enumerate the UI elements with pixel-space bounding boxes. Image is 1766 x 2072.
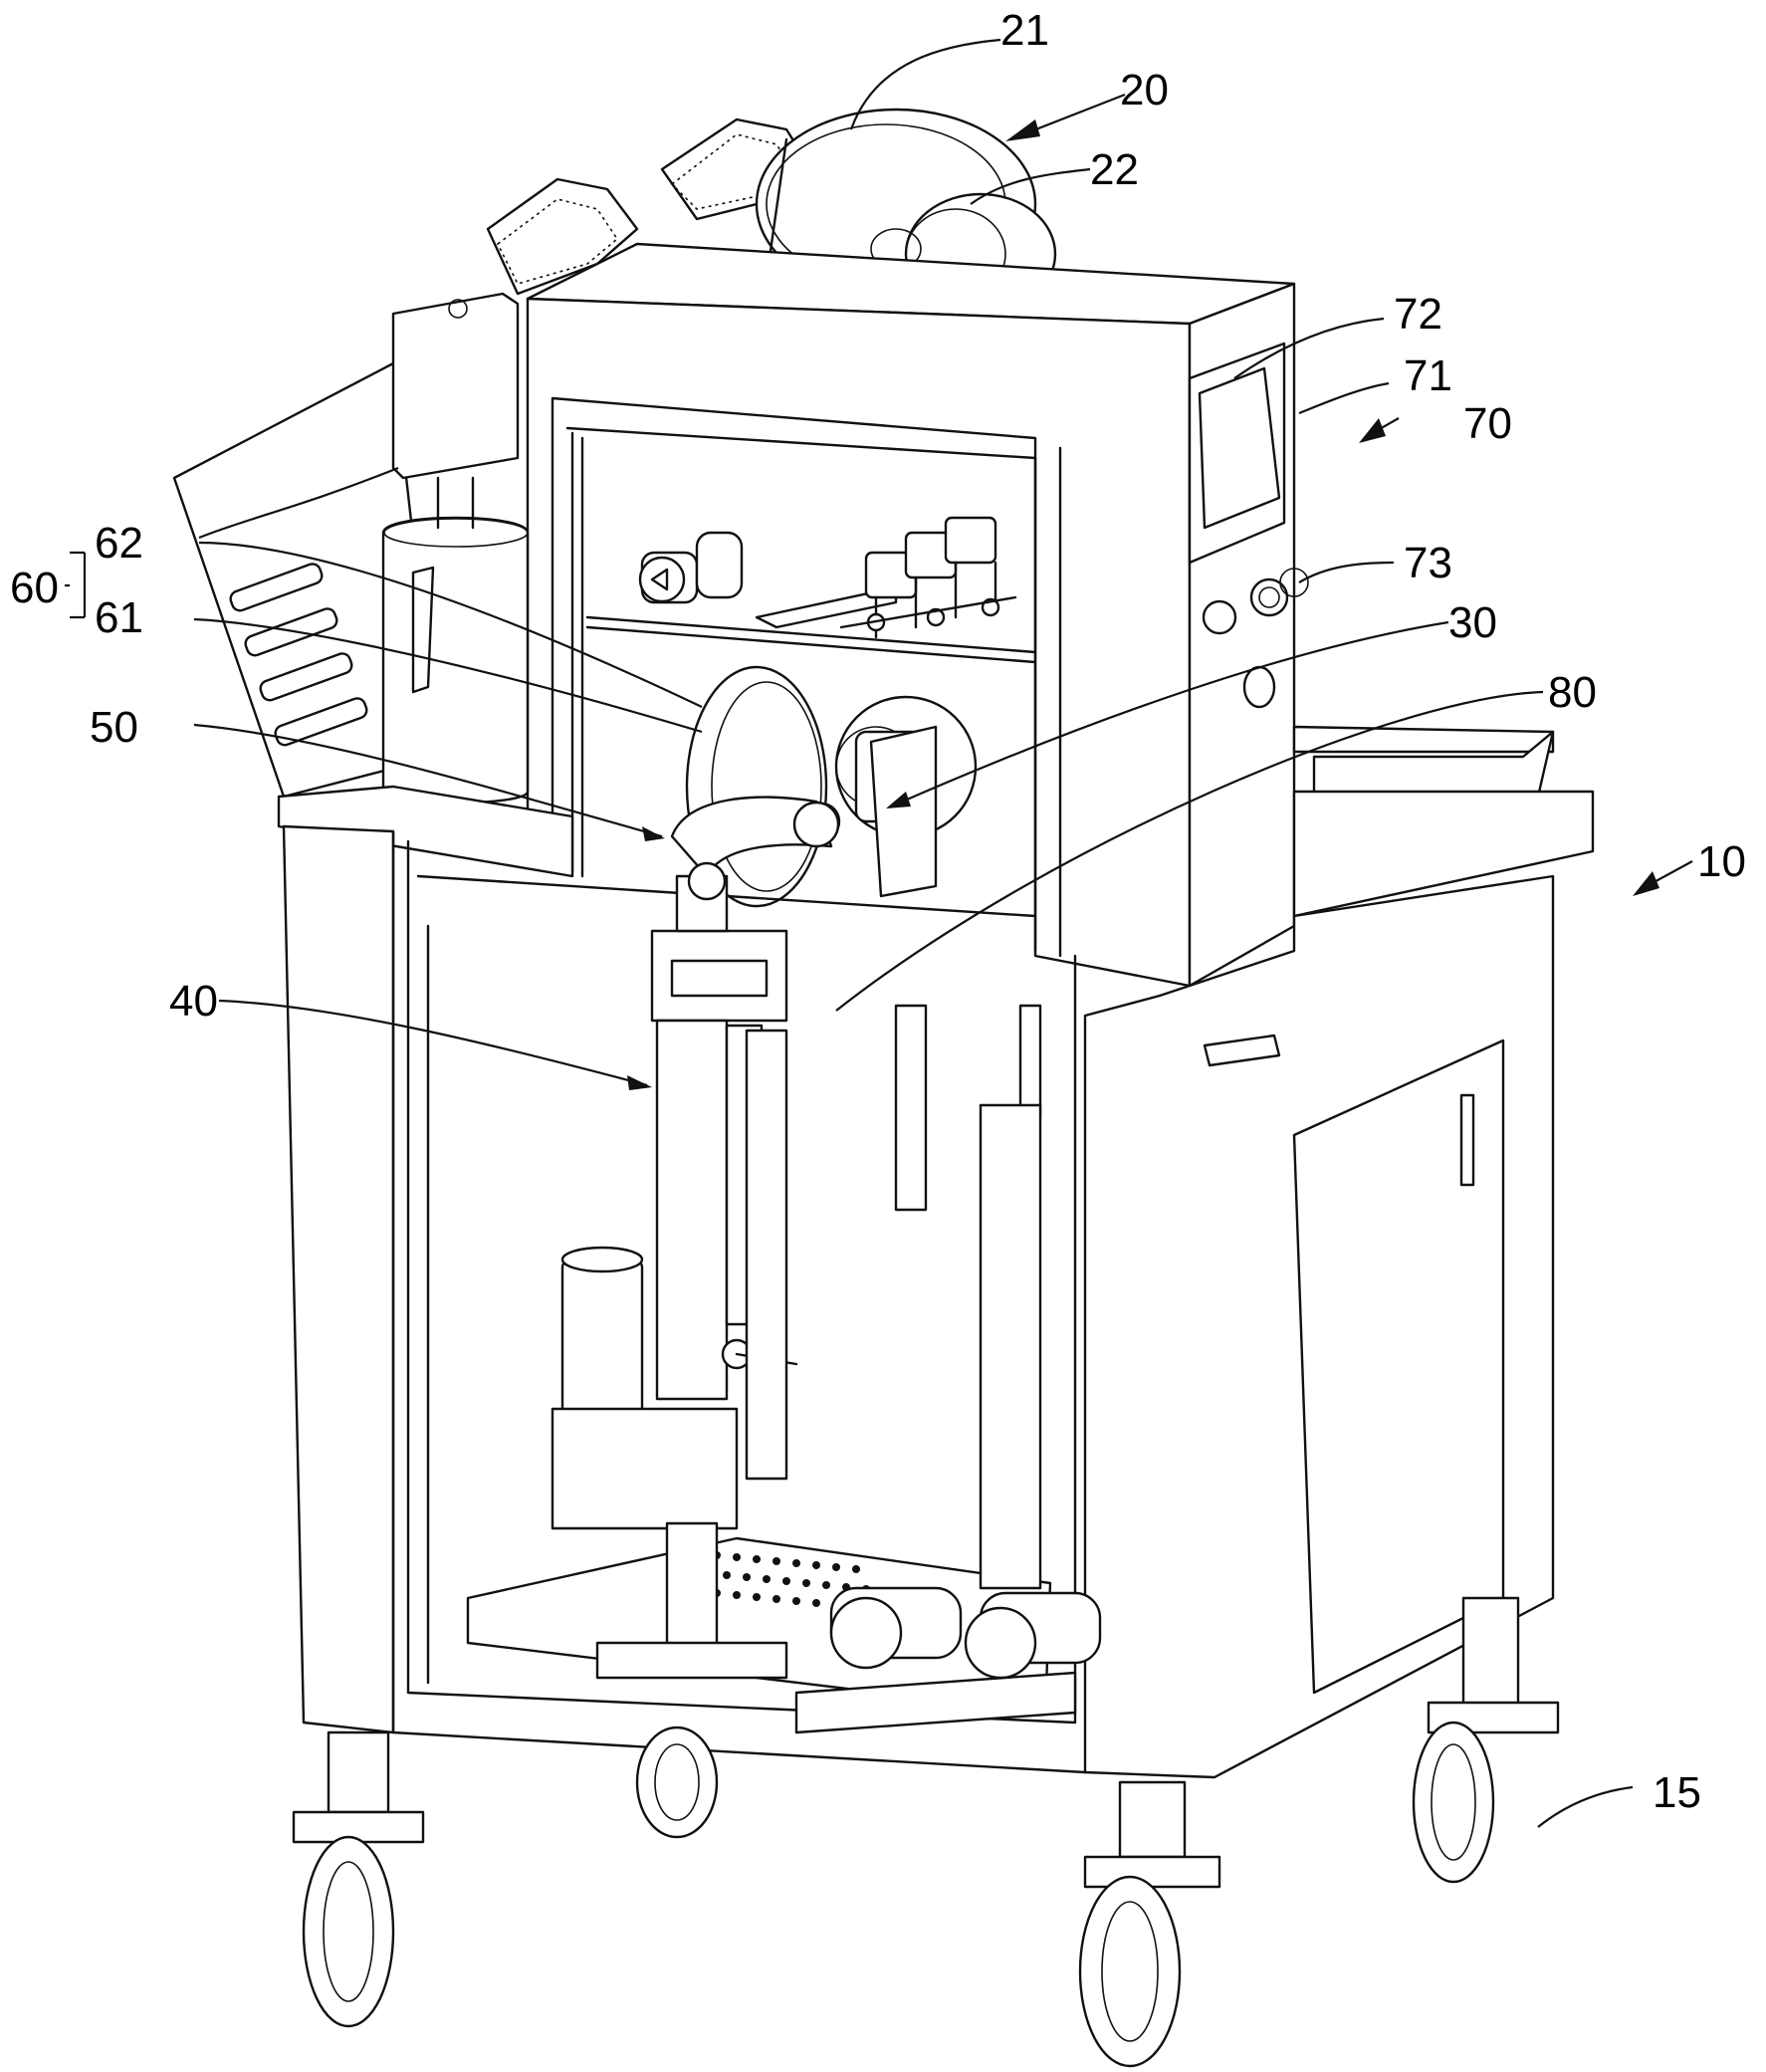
lift-column xyxy=(551,861,1042,1680)
label-72: 72 xyxy=(1394,290,1442,339)
label-21: 21 xyxy=(1000,6,1049,55)
label-62: 62 xyxy=(95,519,143,568)
label-61: 61 xyxy=(95,593,143,642)
base-cabinet xyxy=(282,824,1555,1779)
shelf-components xyxy=(638,516,1017,639)
label-73: 73 xyxy=(1404,539,1452,587)
label-20: 20 xyxy=(1120,66,1169,115)
label-71: 71 xyxy=(1404,351,1452,400)
reference-labels: 21 20 22 72 71 70 73 62 60 61 30 80 50 1… xyxy=(10,6,1746,1817)
label-10: 10 xyxy=(1697,837,1746,886)
label-60: 60 xyxy=(10,564,59,612)
label-80: 80 xyxy=(1548,668,1597,717)
bottom-pumps xyxy=(794,1586,1102,1734)
label-30: 30 xyxy=(1448,598,1497,647)
table-top xyxy=(277,725,1595,918)
top-motor-assembly xyxy=(486,108,1057,316)
label-50: 50 xyxy=(90,703,138,752)
cutter-assembly xyxy=(670,665,978,908)
label-22: 22 xyxy=(1090,145,1139,194)
upper-housing xyxy=(526,242,1309,988)
leader-lines xyxy=(65,38,1693,1828)
label-70: 70 xyxy=(1463,399,1512,448)
label-15: 15 xyxy=(1653,1768,1701,1817)
casters xyxy=(292,1596,1560,2068)
hopper-head xyxy=(172,292,530,805)
label-40: 40 xyxy=(169,977,218,1026)
